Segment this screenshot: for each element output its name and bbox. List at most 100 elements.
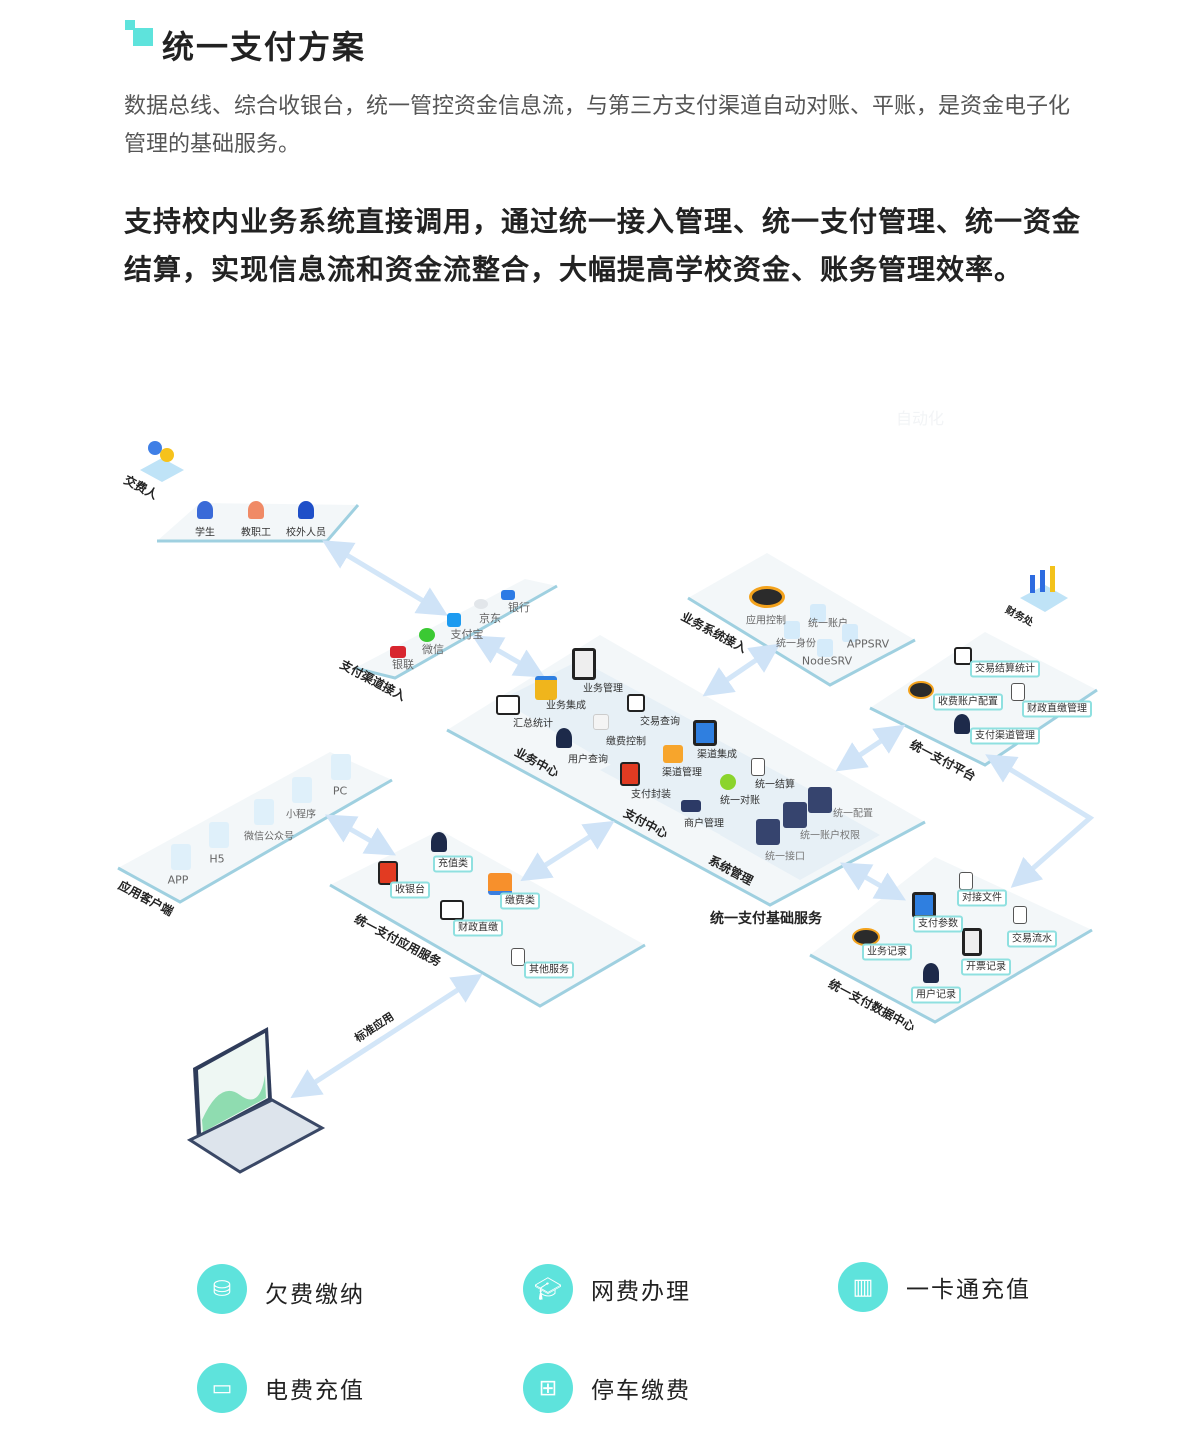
coins-icon: ⛁ bbox=[197, 1264, 247, 1314]
feature-network-fee[interactable]: 🎓︎ 网费办理 bbox=[523, 1264, 691, 1314]
client-item: APP bbox=[167, 873, 189, 887]
core-item: 汇总统计 bbox=[513, 718, 553, 730]
check-icon bbox=[954, 647, 972, 665]
core-title: 统一支付基础服务 bbox=[710, 911, 822, 927]
student-avatar-icon bbox=[197, 501, 213, 519]
app-service-item: 收银台 bbox=[390, 881, 430, 899]
data-center-item: 开票记录 bbox=[961, 958, 1011, 976]
file-icon bbox=[959, 872, 973, 890]
screen-icon bbox=[693, 720, 717, 746]
reconcile-icon bbox=[720, 774, 736, 790]
core-item: 商户管理 bbox=[684, 818, 724, 830]
app-service-item: 充值类 bbox=[433, 855, 473, 873]
channel-item: 京东 bbox=[479, 612, 501, 625]
monitor-icon bbox=[496, 695, 520, 715]
feature-card-recharge[interactable]: ▥ 一卡通充值 bbox=[838, 1262, 1031, 1312]
core-item: 统一接口 bbox=[765, 851, 805, 863]
payer-item: 学生 bbox=[195, 527, 215, 539]
cashier-icon bbox=[378, 861, 398, 885]
intro-text: 数据总线、综合收银台，统一管控资金信息流，与第三方支付渠道自动对账、平账，是资金… bbox=[124, 94, 1071, 157]
folder-user-icon bbox=[663, 745, 683, 763]
store-icon bbox=[681, 800, 701, 812]
platform-item: 支付渠道管理 bbox=[970, 727, 1040, 745]
server-icon bbox=[783, 802, 807, 828]
client-item: 小程序 bbox=[286, 809, 316, 821]
biz-access-item: 统一身份 bbox=[776, 638, 816, 650]
user-icon bbox=[431, 832, 447, 852]
channel-item: 银行 bbox=[508, 601, 530, 614]
gear-icon bbox=[908, 681, 934, 699]
visitor-avatar-icon bbox=[298, 501, 314, 519]
feature-parking-fee[interactable]: ⊞ 停车缴费 bbox=[523, 1363, 691, 1413]
unionpay-icon bbox=[390, 646, 406, 658]
core-item: 缴费控制 bbox=[606, 736, 646, 748]
document-icon bbox=[1011, 683, 1025, 701]
gear-icon bbox=[749, 586, 785, 608]
app-device-icon bbox=[171, 844, 191, 870]
data-center-item: 业务记录 bbox=[862, 943, 912, 961]
building-icon: ▥ bbox=[838, 1262, 888, 1312]
core-item: 支付封装 bbox=[631, 789, 671, 801]
client-item: 微信公众号 bbox=[244, 831, 294, 843]
data-center-item: 用户记录 bbox=[911, 986, 961, 1004]
user-icon bbox=[923, 963, 939, 983]
cube-icon bbox=[784, 621, 800, 639]
cube-icon bbox=[842, 624, 858, 642]
core-item: 统一对账 bbox=[720, 795, 760, 807]
document-icon bbox=[1013, 906, 1027, 924]
channel-item: 支付宝 bbox=[450, 628, 484, 641]
jd-icon bbox=[474, 599, 488, 609]
data-center-item: 交易流水 bbox=[1007, 930, 1057, 948]
title-square-icon bbox=[125, 20, 153, 48]
platform-item: 交易结算统计 bbox=[970, 660, 1040, 678]
feature-label: 欠费缴纳 bbox=[265, 1282, 365, 1308]
biz-access-platform bbox=[688, 553, 915, 685]
bank-icon bbox=[501, 590, 515, 600]
cube-icon bbox=[817, 639, 833, 657]
wechat-icon bbox=[419, 628, 435, 642]
core-item: 交易查询 bbox=[640, 716, 680, 728]
user-icon bbox=[556, 728, 572, 748]
wallet-icon: ▭ bbox=[197, 1363, 247, 1413]
core-item: 统一结算 bbox=[755, 779, 795, 791]
feature-arrears-payment[interactable]: ⛁ 欠费缴纳 bbox=[197, 1264, 365, 1314]
graduation-cap-icon: 🎓︎ bbox=[523, 1264, 573, 1314]
core-item: 用户查询 bbox=[568, 754, 608, 766]
biz-access-item: 应用控制 bbox=[746, 615, 786, 627]
client-item: PC bbox=[332, 784, 348, 798]
watermark-text: 自动化 bbox=[895, 409, 945, 428]
payer-item: 校外人员 bbox=[286, 527, 326, 539]
parking-icon: ⊞ bbox=[523, 1363, 573, 1413]
platform-item: 财政直缴管理 bbox=[1022, 700, 1092, 718]
cube-icon bbox=[810, 604, 826, 622]
check-icon bbox=[627, 694, 645, 712]
server-icon bbox=[808, 787, 832, 813]
staff-avatar-icon bbox=[248, 501, 264, 519]
biz-access-item: NodeSRV bbox=[801, 654, 853, 668]
integration-icon bbox=[535, 676, 557, 700]
control-panel-icon bbox=[593, 714, 609, 730]
feature-electricity-recharge[interactable]: ▭ 电费充值 bbox=[197, 1363, 365, 1413]
pc-icon bbox=[331, 754, 351, 780]
app-service-platform bbox=[330, 830, 645, 1006]
biz-access-item: 统一账户 bbox=[808, 618, 848, 630]
tablet-icon bbox=[962, 928, 982, 956]
core-item: 渠道集成 bbox=[697, 749, 737, 761]
payer-item: 教职工 bbox=[241, 527, 271, 539]
core-item: 业务集成 bbox=[546, 700, 586, 712]
payment-wrap-icon bbox=[620, 762, 640, 786]
channel-item: 微信 bbox=[422, 643, 444, 656]
core-item: 统一账户权限 bbox=[800, 830, 860, 842]
feature-label: 电费充值 bbox=[265, 1378, 365, 1404]
feature-label: 停车缴费 bbox=[591, 1378, 691, 1404]
client-item: H5 bbox=[209, 852, 225, 866]
wechat-official-icon bbox=[254, 799, 274, 825]
data-center-platform bbox=[810, 857, 1092, 1022]
core-item: 统一配置 bbox=[833, 808, 873, 820]
core-item: 业务管理 bbox=[583, 683, 623, 695]
feature-label: 网费办理 bbox=[591, 1279, 691, 1305]
feature-label: 一卡通充值 bbox=[906, 1277, 1031, 1303]
laptop-icon bbox=[186, 1027, 326, 1174]
lead-text: 支持校内业务系统直接调用，通过统一接入管理、统一支付管理、统一资金结算，实现信息… bbox=[124, 205, 1082, 286]
channel-item: 银联 bbox=[392, 658, 414, 671]
